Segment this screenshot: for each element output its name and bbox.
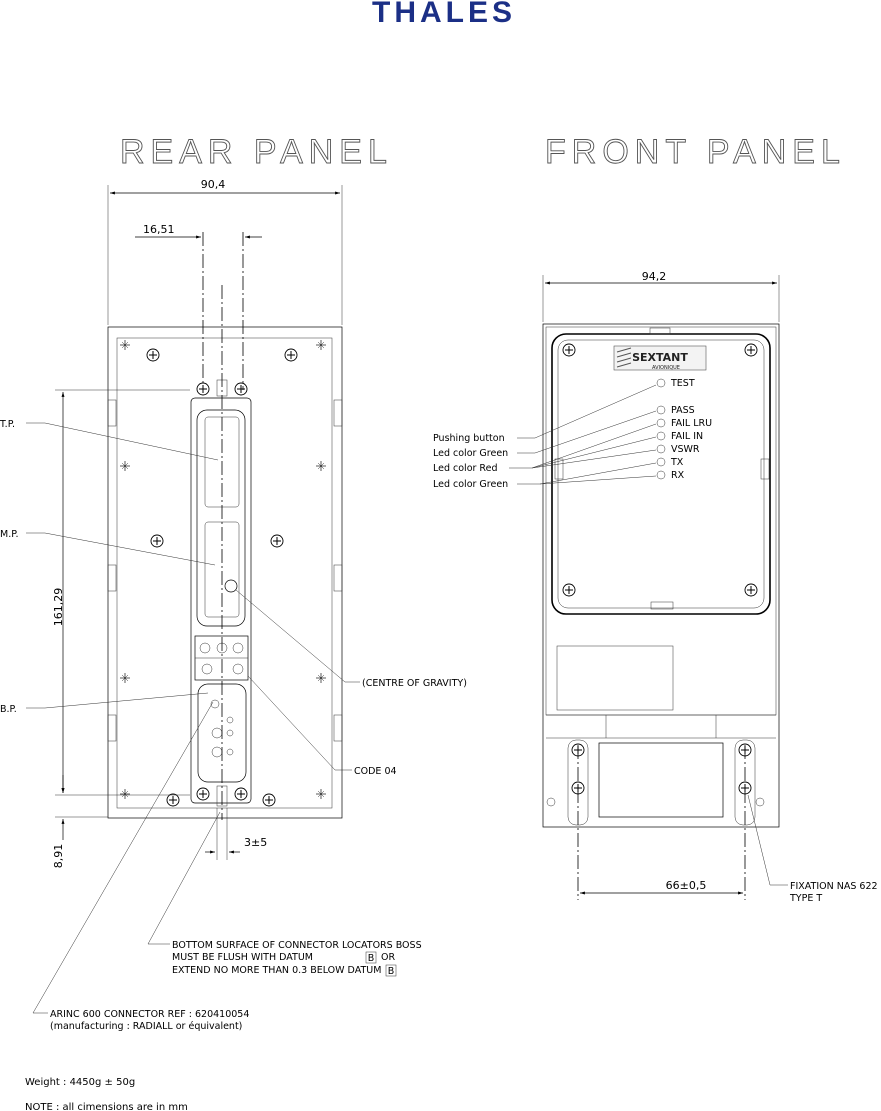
front-panel-title: FRONT PANEL [545,133,846,171]
sextant-logo: SEXTANT [632,351,688,364]
arinc-note-line1: ARINC 600 CONNECTOR REF : 620410054 [50,1009,249,1020]
led-label-rx: RX [671,470,685,481]
datum-box-2 [385,964,397,977]
sextant-subtitle: AVIONIQUE [652,365,680,371]
boss-note-line3: EXTEND NO MORE THAN 0.3 BELOW DATUM [172,965,381,976]
rear-panel-drawing [107,232,343,820]
centre-of-gravity-label: (CENTRE OF GRAVITY) [362,678,467,689]
front-dimensions [542,275,788,895]
boss-note-line1: BOTTOM SURFACE OF CONNECTOR LOCATORS BOS… [172,940,422,951]
rear-panel-title: REAR PANEL [120,133,393,171]
datum-label-1: B [368,953,375,964]
mp-label: M.P. [0,529,19,540]
arinc-note-line2: (manufacturing : RADIALL or équivalent) [50,1021,242,1032]
datum-box-1 [365,951,377,964]
front-panel-drawing [542,323,780,900]
front-callout-leaders [509,384,657,485]
fixation-spacing-dimension: 66±0,5 [666,879,707,892]
tp-label: T.P. [0,419,15,430]
callout-led-green-1: Led color Green [433,448,508,459]
rear-dimensions [55,185,343,860]
led-label-tx: TX [670,457,684,468]
fixation-type-label: TYPE T [789,893,822,904]
led-label-pass: PASS [671,405,695,416]
rear-height-dimension: 161,29 [52,588,65,627]
callout-led-red: Led color Red [433,463,497,474]
front-width-dimension: 94,2 [642,270,667,283]
dimensions-note: NOTE : all cimensions are in mm [25,1102,188,1111]
callout-pushing-button: Pushing button [433,433,505,444]
bp-label: B.P. [0,704,17,715]
code-label: CODE 04 [354,766,397,777]
boss-note-line2: MUST BE FLUSH WITH DATUM [172,952,313,963]
datum-label-2: B [388,966,395,977]
weight-note: Weight : 4450g ± 50g [25,1077,135,1088]
thales-logo: THALES [372,0,516,29]
rear-bottom-dimension: 8,91 [52,844,65,869]
rear-pin-dimension: 3±5 [244,836,267,849]
led-label-fail-lru: FAIL LRU [671,418,712,429]
led-label-fail-in: FAIL IN [671,431,703,442]
rear-offset-dimension: 16,51 [143,223,175,236]
led-label-vswr: VSWR [671,444,700,455]
callout-led-green-2: Led color Green [433,479,508,490]
rear-leaders [26,422,360,1014]
boss-note-or: OR [381,952,395,963]
rear-width-dimension: 90,4 [201,178,226,191]
led-label-test: TEST [670,378,695,389]
fixation-label: FIXATION NAS 622 [790,881,878,892]
